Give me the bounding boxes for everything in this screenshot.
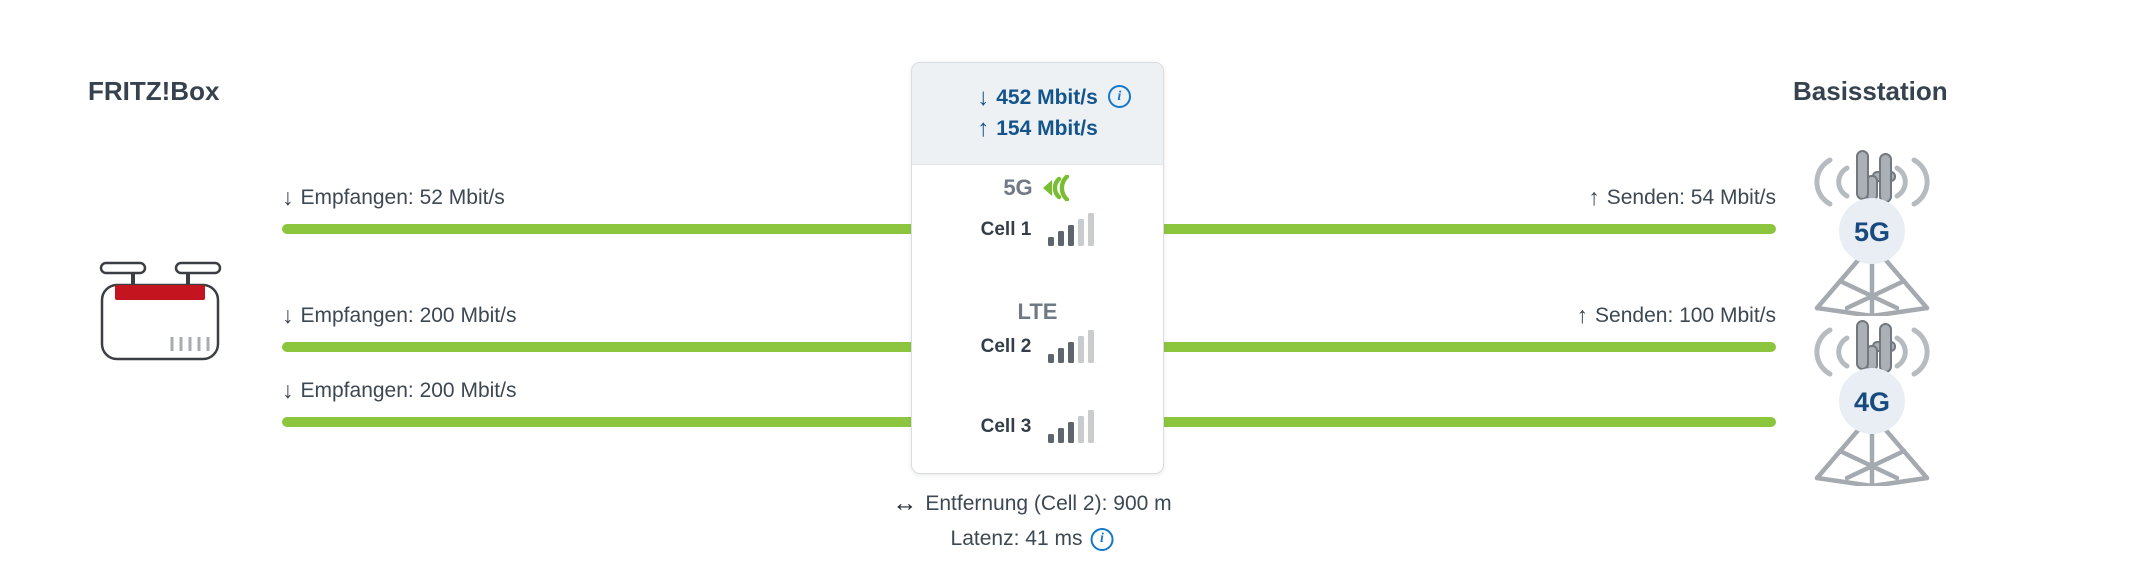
signal-bar — [1078, 416, 1085, 443]
download-rate-text: Empfangen: 200 Mbit/s — [300, 378, 517, 402]
down-arrow-icon: ↓ — [282, 377, 294, 403]
left-right-arrow-icon: ↔ — [892, 489, 918, 517]
cell-name: Cell 3 — [980, 415, 1032, 437]
tech-label-5g: 5G — [912, 175, 1163, 201]
latency-info: Latenz: 41 ms i — [951, 527, 1114, 551]
tech-label-text: 5G — [1003, 175, 1033, 200]
down-arrow-icon: ↓ — [282, 302, 294, 328]
signal-bar — [1088, 330, 1095, 363]
signal-bar — [1088, 410, 1095, 443]
signal-bar — [1068, 225, 1075, 246]
distance-text: Entfernung (Cell 2): 900 m — [925, 491, 1172, 515]
antenna-mast-icon-5g: 5G — [1814, 150, 1930, 316]
signal-bars-icon — [1048, 410, 1095, 443]
signal-bar — [1048, 237, 1055, 246]
info-icon[interactable]: i — [1107, 85, 1131, 108]
signal-bar — [1088, 213, 1095, 246]
antenna-mast-icon-4g: 4G — [1814, 320, 1930, 486]
signal-bar — [1058, 348, 1065, 363]
basisstation-title: Basisstation — [1793, 76, 1948, 106]
signal-bar — [1058, 428, 1065, 443]
total-download-value: 452 Mbit/s — [996, 86, 1098, 109]
down-arrow-icon: ↓ — [977, 84, 990, 111]
total-download-row: ↓ 452 Mbit/s i — [977, 84, 1131, 112]
signal-bars-icon — [1048, 330, 1095, 363]
cell-row-1: Cell 1 — [912, 213, 1163, 246]
upload-rate-text: Senden: 54 Mbit/s — [1606, 185, 1776, 209]
tech-label-text: LTE — [1017, 299, 1058, 324]
fritzbox-title: FRITZ!Box — [88, 76, 220, 106]
download-rate-label-cell2: ↓ Empfangen: 200 Mbit/s — [282, 302, 516, 329]
cell-name: Cell 1 — [980, 218, 1032, 240]
upload-rate-text: Senden: 100 Mbit/s — [1595, 303, 1776, 327]
signal-bar — [1058, 231, 1065, 246]
cell-name: Cell 2 — [980, 335, 1032, 357]
cell-row-3: Cell 3 — [912, 410, 1163, 443]
signal-wave-icon — [1042, 175, 1069, 201]
signal-bar — [1078, 219, 1085, 246]
signal-bar — [1068, 422, 1075, 443]
total-rates-header: ↓ 452 Mbit/s i ↑ 154 Mbit/s — [912, 63, 1163, 165]
down-arrow-icon: ↓ — [282, 184, 294, 210]
up-arrow-icon: ↑ — [977, 115, 990, 142]
station-badge-4g: 4G — [1854, 387, 1890, 417]
up-arrow-icon: ↑ — [1576, 302, 1589, 328]
upload-rate-label-cell2: ↑ Senden: 100 Mbit/s — [1577, 302, 1776, 329]
fritzbox-router-icon — [99, 261, 222, 361]
info-icon[interactable]: i — [1090, 527, 1114, 551]
upload-rate-label-cell1: ↑ Senden: 54 Mbit/s — [1588, 184, 1776, 211]
download-rate-text: Empfangen: 52 Mbit/s — [300, 185, 505, 209]
total-upload-value: 154 Mbit/s — [996, 117, 1098, 140]
signal-bar — [1048, 434, 1055, 443]
signal-bar — [1048, 354, 1055, 363]
signal-bars-icon — [1048, 213, 1095, 246]
up-arrow-icon: ↑ — [1588, 184, 1600, 210]
signal-bar — [1078, 336, 1085, 363]
signal-bar — [1068, 342, 1075, 363]
total-upload-row: ↑ 154 Mbit/s — [977, 115, 1098, 143]
download-rate-label-cell3: ↓ Empfangen: 200 Mbit/s — [282, 377, 516, 404]
connection-summary-card: ↓ 452 Mbit/s i ↑ 154 Mbit/s 5G Cell 1 L — [911, 62, 1164, 474]
download-rate-label-cell1: ↓ Empfangen: 52 Mbit/s — [282, 184, 505, 211]
station-badge-5g: 5G — [1854, 217, 1890, 247]
latency-text: Latenz: 41 ms — [950, 527, 1083, 550]
download-rate-text: Empfangen: 200 Mbit/s — [300, 303, 517, 327]
tech-label-lte: LTE — [912, 299, 1163, 325]
distance-info: ↔ Entfernung (Cell 2): 900 m — [892, 489, 1171, 518]
cell-row-2: Cell 2 — [912, 330, 1163, 363]
